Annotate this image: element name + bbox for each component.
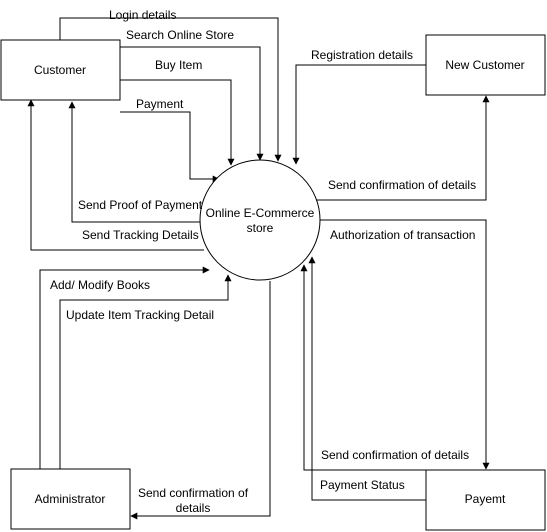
label-registration-details: Registration details <box>311 48 413 62</box>
edge-buy-item <box>120 79 235 166</box>
new-customer-label: New Customer <box>445 58 524 72</box>
store-label-line2: store <box>247 221 274 235</box>
edge-send-confirmation-new-customer <box>311 95 490 201</box>
payment-entity-label: Payemt <box>465 492 506 506</box>
edge-payment <box>120 111 220 183</box>
label-send-confirmation-payment: Send confirmation of details <box>321 448 469 462</box>
label-buy-item: Buy Item <box>155 58 202 72</box>
administrator-entity <box>10 468 131 530</box>
label-send-confirmation-admin-line1: Send confirmation of <box>138 486 249 500</box>
edge-payment-status <box>308 256 426 501</box>
label-authorization-of-transaction: Authorization of transaction <box>330 228 475 242</box>
label-send-tracking-details: Send Tracking Details <box>82 228 199 242</box>
edge-login-details <box>59 17 282 162</box>
edge-registration-details <box>292 64 426 165</box>
store-process <box>199 159 321 281</box>
edge-update-item-tracking-detail <box>59 274 232 469</box>
store-label-line1: Online E-Commerce <box>206 206 315 220</box>
edge-add-modify-books <box>39 266 210 469</box>
edge-send-tracking-details <box>27 99 204 251</box>
label-login-details: Login details <box>109 8 176 22</box>
customer-label: Customer <box>34 63 86 77</box>
label-add-modify-books: Add/ Modify Books <box>50 278 150 292</box>
label-payment-status: Payment Status <box>320 478 405 492</box>
edge-authorization-of-transaction <box>316 219 490 470</box>
label-payment: Payment <box>136 97 184 111</box>
label-update-item-tracking-detail: Update Item Tracking Detail <box>66 308 214 322</box>
customer-entity <box>0 39 121 101</box>
edge-send-proof-of-payment <box>68 101 204 223</box>
label-send-confirmation-admin-line2: details <box>176 501 211 515</box>
edge-send-confirmation-admin <box>130 281 271 520</box>
label-send-confirmation-new-customer: Send confirmation of details <box>328 178 476 192</box>
label-search-online-store: Search Online Store <box>126 28 234 42</box>
label-send-proof-of-payment: Send Proof of Payment <box>78 198 203 212</box>
new-customer-entity <box>425 34 546 96</box>
edge-search-online-store <box>120 46 264 161</box>
administrator-label: Administrator <box>35 492 106 506</box>
payment-entity <box>425 469 546 531</box>
edge-send-confirmation-payment <box>300 264 426 471</box>
